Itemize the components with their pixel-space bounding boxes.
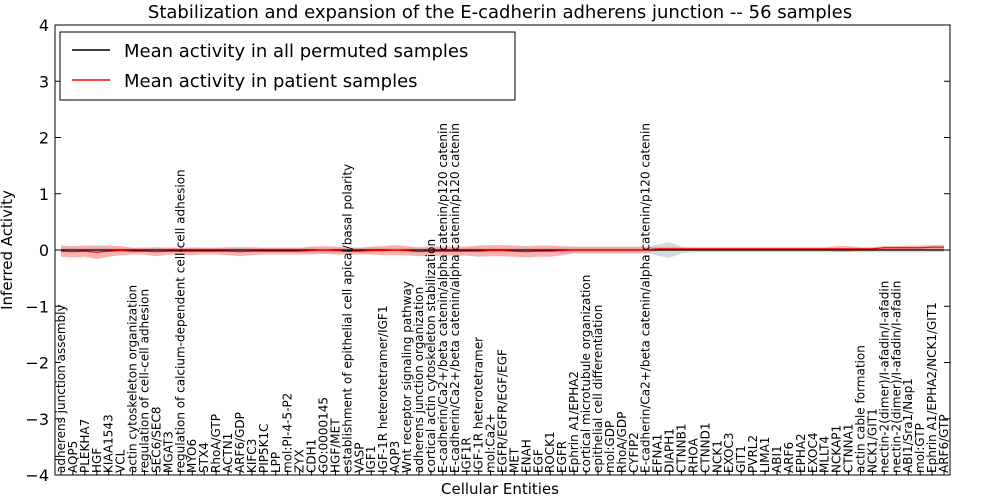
x-tick-label: mol:PI-4-5-P2 <box>281 393 295 473</box>
x-tick-label: RhoA/GDP <box>615 412 629 473</box>
x-tick-label: E-cadherin/Ca2+/beta catenin/alpha caten… <box>448 123 462 473</box>
x-tick-label: KIFC3 <box>245 439 259 473</box>
x-tick-label: AQP3 <box>388 441 402 473</box>
x-tick-label: NCKAP1 <box>830 425 844 473</box>
y-axis-label: Inferred Activity <box>0 190 16 310</box>
x-tick-label: MET <box>507 447 521 473</box>
x-tick-label: mol:Ca2+ <box>484 413 498 473</box>
x-tick-label: HGF/MET <box>328 418 342 473</box>
x-tick-label: IGF-1R heterotetramer/IGF1 <box>376 306 390 473</box>
x-tick-label: IGF1R <box>460 437 474 473</box>
x-tick-label: VCL <box>114 449 128 473</box>
x-tick-label: LIMA1 <box>758 437 772 473</box>
x-tick-label: IGF-1R heterotetramer <box>472 337 486 473</box>
legend-label-patient: Mean activity in patient samples <box>124 71 418 92</box>
x-tick-label: Ephrin A1/EPHA2 <box>567 371 581 473</box>
legend: Mean activity in all permuted samples Me… <box>59 31 516 101</box>
x-tick-label: LPP <box>269 452 283 473</box>
x-tick-label: ACTN1 <box>221 433 235 473</box>
x-tick-label: cortical actin cytoskeleton stabilizatio… <box>424 239 438 473</box>
x-tick-label: EGF <box>531 449 545 473</box>
x-tick-label: Wnt receptor signaling pathway <box>400 281 414 473</box>
legend-box <box>59 31 516 101</box>
y-tick-label: −4 <box>25 466 49 485</box>
x-tick-label: MLLT4 <box>818 436 832 473</box>
x-tick-label: mol:GDP <box>603 421 617 473</box>
x-tick-label: SEC6/SEC8 <box>149 407 163 473</box>
y-tick-label: 0 <box>39 241 49 260</box>
x-tick-label: PVRL2 <box>746 435 760 473</box>
x-tick-label: EFNA1 <box>651 434 665 473</box>
x-tick-label: ARF6/GDP <box>233 412 247 473</box>
x-tick-label: epithelial cell differentiation <box>591 305 605 473</box>
chart-title: Stabilization and expansion of the E-cad… <box>148 2 852 23</box>
x-tick-label: PIP5K1C <box>257 423 271 473</box>
x-tick-label: ROCK1 <box>543 431 557 473</box>
x-tick-label: ZYX <box>293 449 307 473</box>
x-tick-label: VASP <box>352 442 366 473</box>
series-line-patient <box>60 246 945 253</box>
x-tick-label: EPHA2 <box>794 433 808 473</box>
y-tick-label: −1 <box>25 297 49 316</box>
x-tick-label: NCK1/GIT1 <box>865 408 879 473</box>
x-tick-label: PLEKHA7 <box>78 419 92 473</box>
x-tick-label: ABI1/Sra1/Nap1 <box>901 378 915 473</box>
x-tick-label: adherens junction organization <box>412 287 426 473</box>
x-tick-label: ABI1 <box>770 445 784 473</box>
y-tick-label: 2 <box>39 129 49 148</box>
x-tick-label: EXOC3 <box>722 433 736 474</box>
x-tick-label: actin cytoskeleton organization <box>126 285 140 473</box>
x-tick-label: regulation of cell-cell adhesion <box>138 289 152 473</box>
x-tick-label: MGAT3 <box>161 431 175 473</box>
y-tick-label: 3 <box>39 72 49 91</box>
x-tick-label: cortical microtubule organization <box>579 275 593 473</box>
legend-label-permuted: Mean activity in all permuted samples <box>124 41 468 62</box>
x-tick-label: AQP5 <box>66 441 80 473</box>
x-tick-label: DIAPH1 <box>663 428 677 473</box>
x-tick-label: mol:GTP <box>913 423 927 473</box>
x-tick-label: HGF <box>90 448 104 473</box>
x-tick-label: GO:0000145 <box>317 397 331 473</box>
x-tick-label: GIT1 <box>734 445 748 473</box>
x-tick-label: KIAA1543 <box>102 414 116 473</box>
x-tick-label: CTNND1 <box>698 422 712 473</box>
x-tick-label: RHOA <box>686 437 700 473</box>
x-tick-label: regulation of calcium-dependent cell-cel… <box>173 169 187 473</box>
x-tick-label: CYFIP2 <box>627 432 641 473</box>
x-tick-label: CTNNB1 <box>675 423 689 473</box>
x-tick-label: ARF6 <box>782 442 796 473</box>
x-tick-label: Ephrin A1/EPHA2/NCK1/GIT1 <box>925 302 939 473</box>
x-tick-label: EXOC4 <box>806 433 820 474</box>
x-tick-label: MYO6 <box>185 439 199 473</box>
y-tick-label: −3 <box>25 410 49 429</box>
x-axis-label: Cellular Entities <box>441 480 559 498</box>
y-tick-label: −2 <box>25 354 49 373</box>
x-tick-label: IGF1 <box>364 446 378 473</box>
x-tick-label: NCK1 <box>710 440 724 473</box>
line-layer <box>55 246 950 253</box>
y-axis: −4 −3 −2 −1 0 1 2 3 4 <box>25 16 950 485</box>
x-tick-label: E-cadherin/Ca2+/beta catenin/alpha caten… <box>436 123 450 473</box>
x-tick-label: EGFR/EGFR/EGF/EGF <box>496 349 510 473</box>
y-tick-label: 1 <box>39 185 49 204</box>
x-tick-label: actin cable formation <box>854 345 868 473</box>
x-tick-label: CDH1 <box>305 439 319 473</box>
x-tick-label: EGFR <box>555 441 569 473</box>
plot-frame <box>54 24 951 476</box>
x-tick-label: ENAH <box>519 439 533 473</box>
x-tick-label: establishment of epithelial cell apical/… <box>340 164 354 473</box>
y-tick-label: 4 <box>39 16 49 35</box>
x-axis: adherens junction assemblyAQP5PLEKHA7HGF… <box>54 123 951 475</box>
x-tick-label: adherens junction assembly <box>54 304 68 473</box>
x-tick-label: nectin-2(dimer)/I-afadin/I-afadin <box>889 281 903 473</box>
x-tick-label: nectin-2(dimer)/I-afadin/I-afadin <box>877 281 891 473</box>
x-tick-label: STX4 <box>197 442 211 473</box>
x-tick-label: E-cadherin/Ca2+/beta catenin/alpha caten… <box>639 123 653 473</box>
x-tick-label: RhoA/GTP <box>209 414 223 473</box>
x-tick-label: ARF6/GTP <box>937 414 951 473</box>
x-tick-label: CTNNA1 <box>842 423 856 473</box>
